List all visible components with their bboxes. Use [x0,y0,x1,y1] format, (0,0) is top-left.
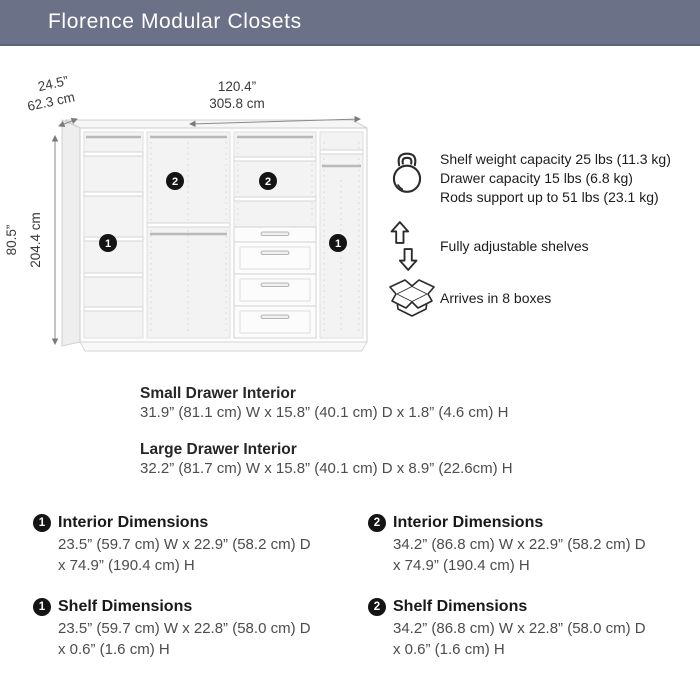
shelf [83,272,144,278]
shelf-dimensions-2: 2 Shelf Dimensions 34.2” (86.8 cm) W x 2… [368,596,678,660]
drawer-panel [239,246,311,270]
section-1-left [83,131,144,339]
drawer-handle [260,282,290,287]
height-inches-label: 80.5” [4,225,19,256]
badge-1: 1 [33,514,51,532]
drawer-interior-specs: Small Drawer Interior 31.9” (81.1 cm) W … [140,384,513,496]
feature-line: Shelf weight capacity 25 lbs (11.3 kg) [440,151,671,167]
dim-block-line: 23.5” (59.7 cm) W x 22.8” (58.0 cm) D [58,620,311,637]
diagram-badges: 1 2 2 1 [99,172,347,252]
dimension-lines [51,115,361,345]
feature-line: Drawer capacity 15 lbs (6.8 kg) [440,170,633,186]
dimension-blocks-grid: 1 Interior Dimensions 23.5” (59.7 cm) W … [33,512,678,660]
feature-text-block: Fully adjustable shelves [440,237,589,256]
shelf [233,156,317,162]
width-cm-label: 305.8 cm [209,96,265,111]
badge-circle [329,234,347,252]
drawer-handle [260,231,290,236]
shelf [83,191,144,197]
header-bar: Florence Modular Closets [0,0,700,46]
dim-block-title: Interior Dimensions [393,514,544,531]
badge-2-label: 2 [172,176,178,188]
feature-text-block: Shelf weight capacity 25 lbs (11.3 kg) D… [440,150,671,207]
dim-block-line: 23.5” (59.7 cm) W x 22.9” (58.2 cm) D [58,536,311,553]
drawer-stack [233,226,317,339]
dim-block-line: 34.2” (86.8 cm) W x 22.8” (58.0 cm) D [393,620,646,637]
badge-2-label: 2 [265,176,271,188]
drawer-handle [260,250,290,255]
interior-dimensions-1: 1 Interior Dimensions 23.5” (59.7 cm) W … [33,512,368,576]
shelf [319,149,364,155]
adjustable-shelves-icon [390,221,418,271]
shelf [146,222,231,228]
section-4-contents [319,149,364,168]
depth-cm-label: 62.3 cm [26,89,76,114]
badge-2: 2 [368,598,386,616]
height-cm-label: 204.4 cm [28,212,43,268]
depth-inches-label: 24.5” [36,73,69,94]
shelf [233,196,317,202]
kettlebell-icon [392,152,422,193]
page-title: Florence Modular Closets [48,10,302,33]
width-inches-label: 120.4” [218,79,256,94]
badge-circle [99,234,117,252]
dim-block-text: Shelf Dimensions 23.5” (59.7 cm) W x 22.… [58,596,311,660]
dim-block-title: Shelf Dimensions [393,598,528,615]
feature-weight-capacity: Shelf weight capacity 25 lbs (11.3 kg) D… [388,150,671,205]
badge-1-label: 1 [105,238,111,250]
badge-1-label: 1 [335,238,341,250]
feature-line: Rods support up to 51 lbs (23.1 kg) [440,189,659,205]
shelf [83,306,144,312]
section-3-contents [233,135,317,339]
large-drawer-spec: Large Drawer Interior 32.2” (81.7 cm) W … [140,440,513,479]
shelf-dimensions-1: 1 Shelf Dimensions 23.5” (59.7 cm) W x 2… [33,596,368,660]
feature-text-block: Arrives in 8 boxes [440,289,551,308]
feature-line: Arrives in 8 boxes [440,290,552,306]
dim-block-line: x 0.6” (1.6 cm) H [58,641,170,658]
feature-adjustable-shelves: Fully adjustable shelves [388,220,589,272]
depth-dimension-line [58,117,78,128]
shipping-box-icon [389,279,435,317]
badge-circle [259,172,277,190]
feature-line: Fully adjustable shelves [440,238,589,254]
small-drawer-dimensions: 31.9” (81.1 cm) W x 15.8” (40.1 cm) D x … [140,404,509,421]
feature-arrives-in-boxes: Arrives in 8 boxes [388,277,551,319]
section-2-rods [146,135,231,236]
dim-block-title: Shelf Dimensions [58,598,193,615]
badge-circle [166,172,184,190]
dim-block-line: x 0.6” (1.6 cm) H [393,641,505,658]
dim-block-text: Interior Dimensions 34.2” (86.8 cm) W x … [393,512,646,576]
dim-block-line: 34.2” (86.8 cm) W x 22.9” (58.2 cm) D [393,536,646,553]
dim-block-text: Shelf Dimensions 34.2” (86.8 cm) W x 22.… [393,596,646,660]
large-drawer-dimensions: 32.2” (81.7 cm) W x 15.8” (40.1 cm) D x … [140,460,513,477]
closet-diagram: 1 2 2 1 120.4” 305.8 cm 24.5” 62.3 cm 80… [0,50,390,370]
drawer-panel [239,310,311,334]
dim-block-line: x 74.9” (190.4 cm) H [393,557,530,574]
dim-block-line: x 74.9” (190.4 cm) H [58,557,195,574]
badge-1: 1 [33,598,51,616]
shelf [83,151,144,157]
small-drawer-spec: Small Drawer Interior 31.9” (81.1 cm) W … [140,384,513,423]
cabinet-base [79,341,368,352]
width-dimension-line [189,115,361,128]
dim-block-text: Interior Dimensions 23.5” (59.7 cm) W x … [58,512,311,576]
drawer-handle [260,314,290,319]
badge-2: 2 [368,514,386,532]
small-drawer-title: Small Drawer Interior [140,385,296,402]
large-drawer-title: Large Drawer Interior [140,441,297,458]
closet-line-drawing: 1 2 2 1 120.4” 305.8 cm 24.5” 62.3 cm 80… [4,73,368,352]
drawer-panel [239,278,311,302]
shelf-pin-holes [150,142,360,334]
interior-dimensions-2: 2 Interior Dimensions 34.2” (86.8 cm) W … [368,512,678,576]
dim-block-title: Interior Dimensions [58,514,209,531]
